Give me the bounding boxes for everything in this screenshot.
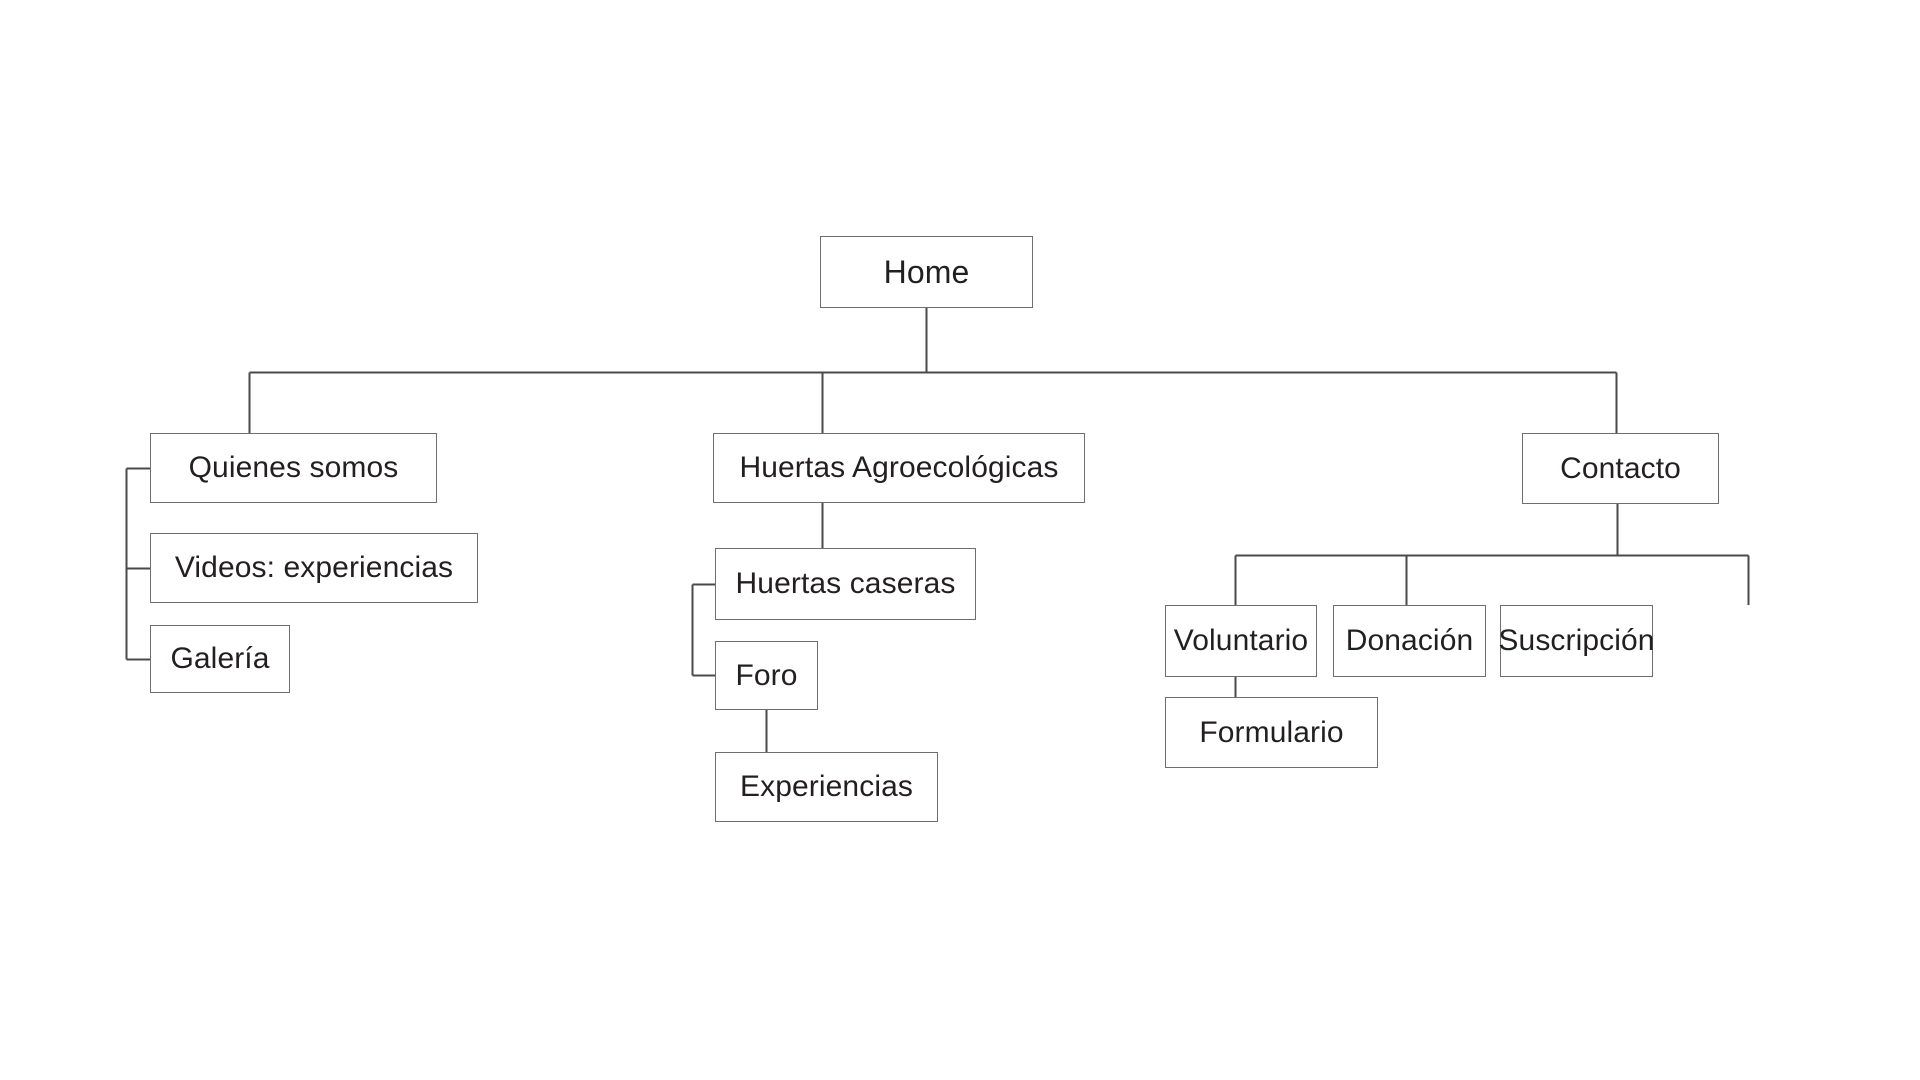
node-huertas-caseras[interactable]: Huertas caseras [715,548,976,620]
node-experiencias[interactable]: Experiencias [715,752,938,822]
node-suscripcion[interactable]: Suscripción [1498,605,1655,677]
node-huertas-caseras-label: Huertas caseras [735,567,956,600]
node-huertas-agroecologicas-label: Huertas Agroecológicas [739,451,1059,484]
node-contacto[interactable]: Contacto [1522,433,1719,504]
node-videos-experiencias-label: Videos: experiencias [174,551,454,584]
node-voluntario[interactable]: Voluntario [1165,605,1317,677]
node-suscripcion-label: Suscripción [1498,624,1655,657]
node-donacion-label: Donación [1345,624,1474,657]
node-experiencias-label: Experiencias [740,770,913,803]
node-galeria-label: Galería [170,642,270,675]
node-quienes-somos-label: Quienes somos [188,451,399,484]
node-quienes-somos[interactable]: Quienes somos [150,433,437,503]
node-huertas-agroecologicas[interactable]: Huertas Agroecológicas [713,433,1085,503]
node-donacion[interactable]: Donación [1333,605,1486,677]
node-galeria[interactable]: Galería [150,625,290,693]
node-formulario-label: Formulario [1199,715,1344,749]
node-contacto-label: Contacto [1560,451,1681,485]
node-videos-experiencias[interactable]: Videos: experiencias [150,533,478,603]
node-voluntario-label: Voluntario [1173,624,1309,657]
node-formulario[interactable]: Formulario [1165,697,1378,768]
node-foro[interactable]: Foro [715,641,818,710]
node-foro-label: Foro [735,658,798,692]
node-home-label: Home [883,254,970,290]
node-home[interactable]: Home [820,236,1033,308]
